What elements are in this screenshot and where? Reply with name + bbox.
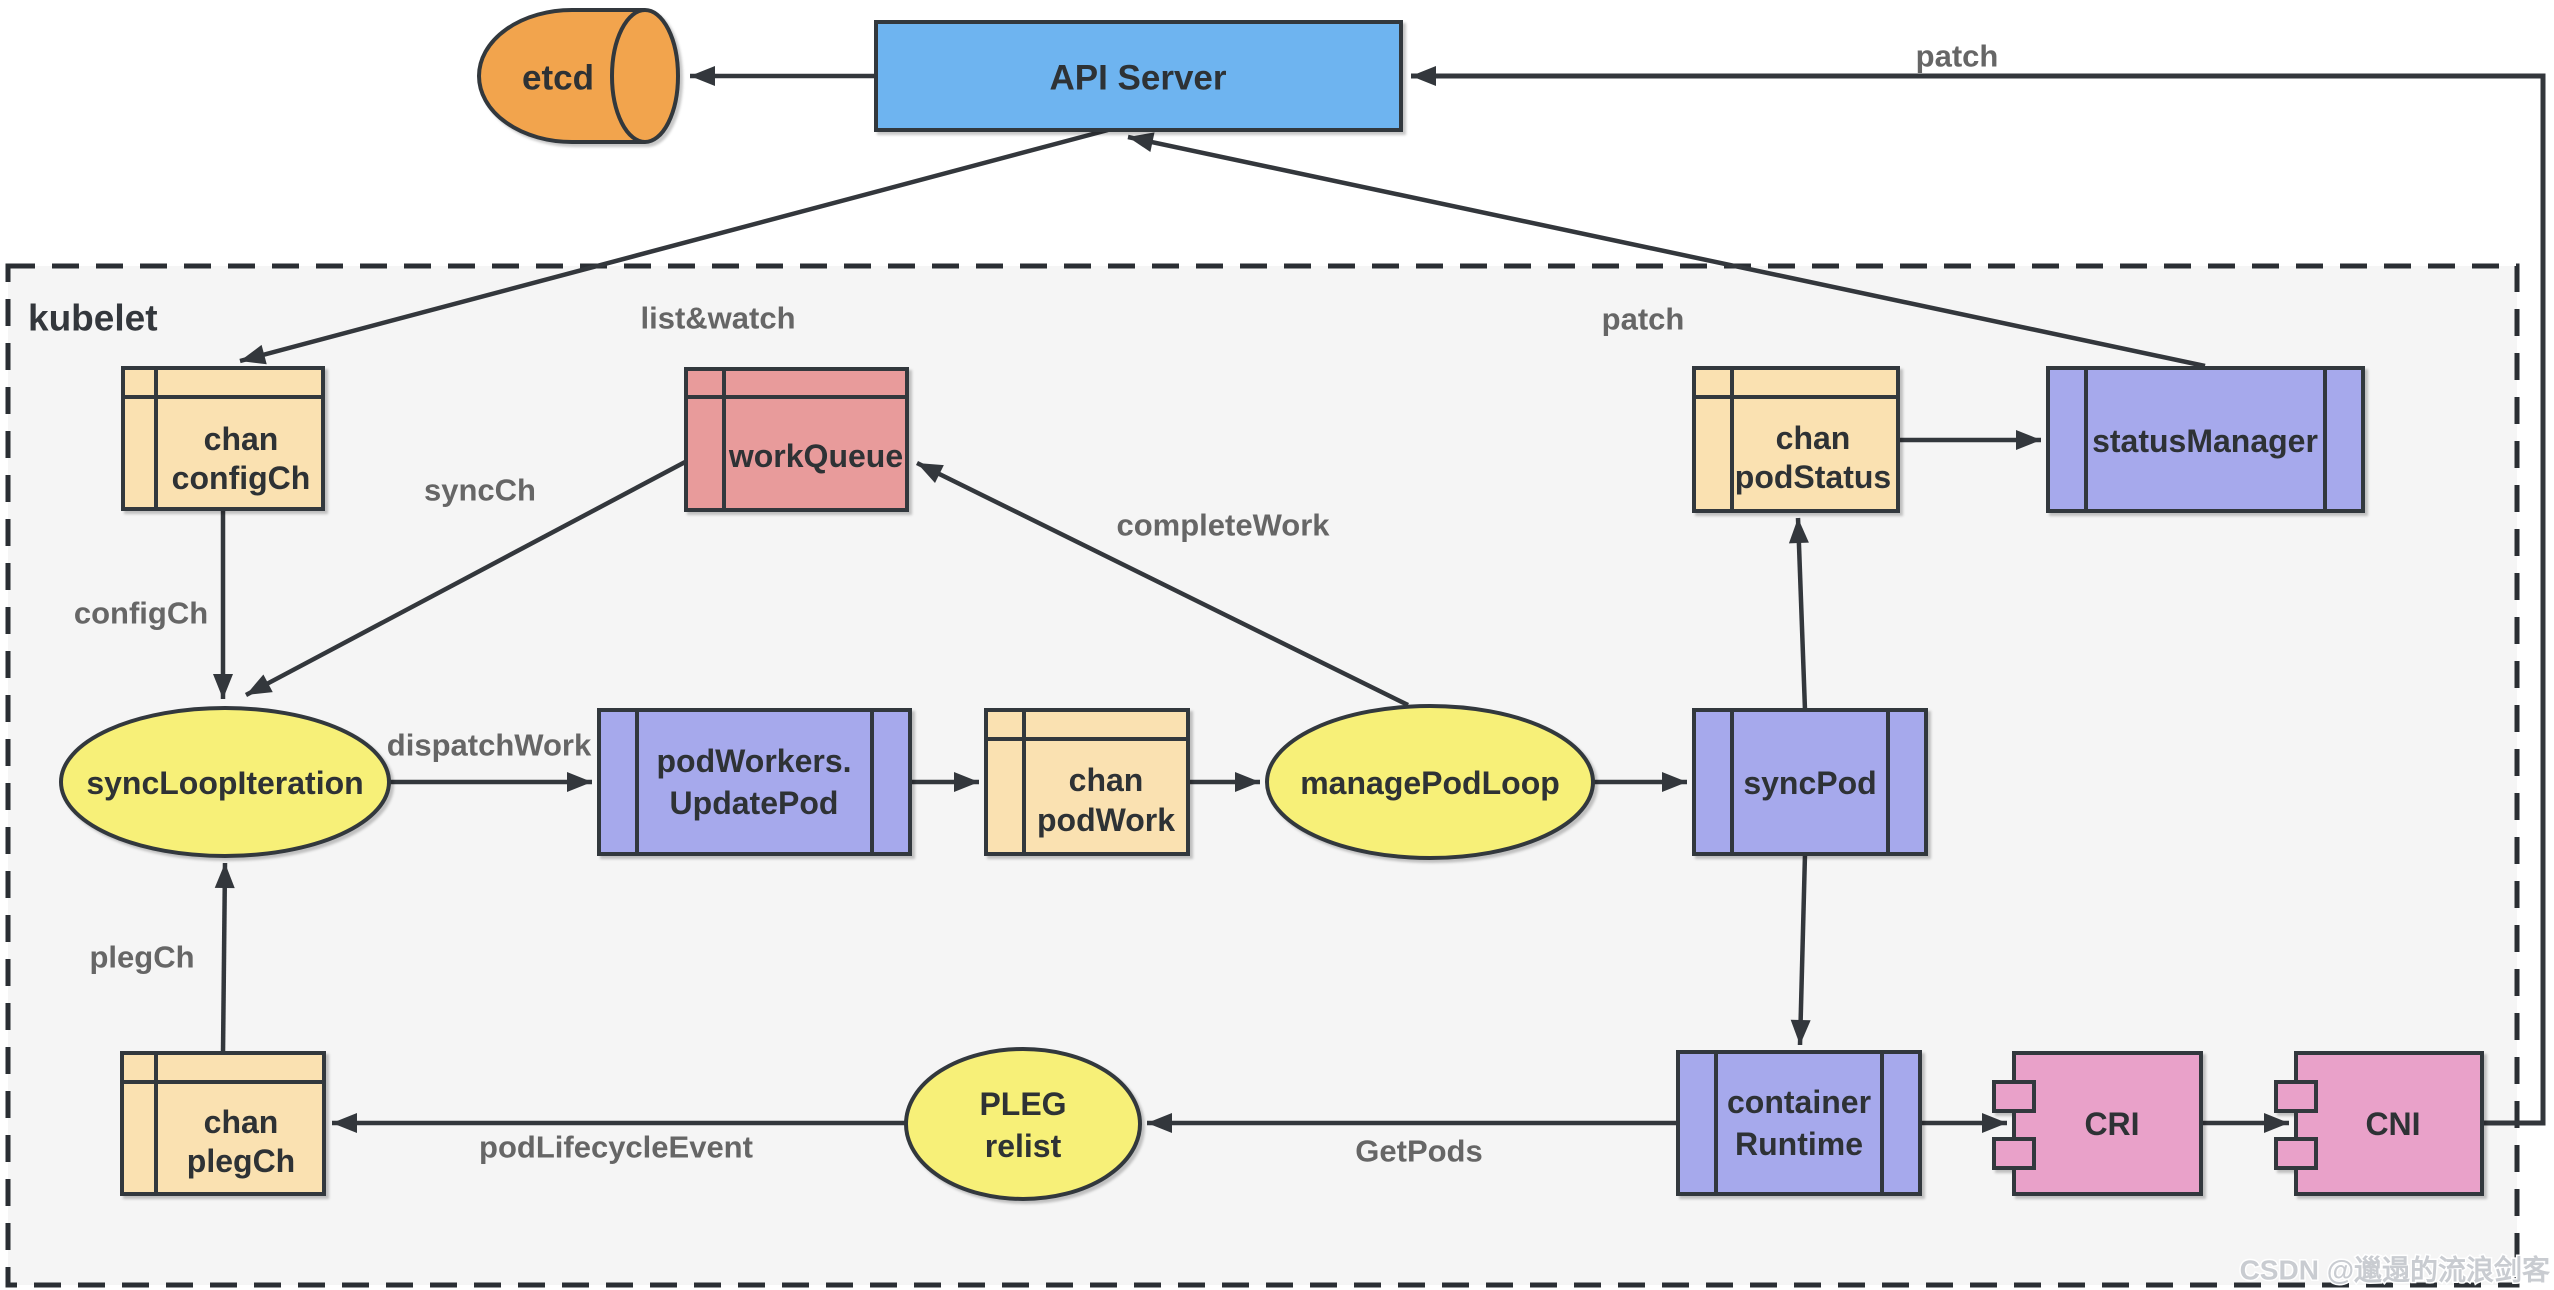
etcd-label: etcd <box>522 59 594 98</box>
statusmanager-label: statusManager <box>2092 423 2318 459</box>
podworkers-box <box>597 708 912 856</box>
node-chan-podstatus: chan podStatus <box>1692 366 1900 513</box>
etcd-cylinder-cap <box>610 8 680 144</box>
edge-label-patch-inner: patch <box>1602 302 1685 337</box>
podworkers-label-1: podWorkers. <box>657 743 852 779</box>
chan-podwork-label-1: chan <box>1069 762 1144 798</box>
cni-tab-bottom <box>2274 1137 2318 1170</box>
api-server-box <box>874 20 1403 132</box>
chan-podwork-box <box>984 708 1190 856</box>
cni-label: CNI <box>2365 1106 2420 1142</box>
edge-apiserver-to-configch <box>239 127 1109 365</box>
chan-plegch-label-1: chan <box>204 1104 279 1140</box>
chan-configch-label-2: configCh <box>172 460 311 496</box>
edge-label-syncch: syncCh <box>424 473 536 508</box>
node-chan-podwork: chan podWork <box>984 708 1190 856</box>
node-statusmanager: statusManager <box>2046 366 2365 513</box>
api-server-label: API Server <box>1049 59 1226 98</box>
edge-workqueue-to-syncloop <box>244 459 689 697</box>
cni-tab-top <box>2274 1080 2318 1113</box>
node-chan-configch: chan configCh <box>121 366 325 511</box>
pleg-relist-label-2: relist <box>985 1128 1062 1164</box>
chan-configch-label-1: chan <box>204 421 279 457</box>
edge-label-list-watch: list&watch <box>640 301 795 336</box>
node-podworkers: podWorkers. UpdatePod <box>597 708 912 856</box>
chan-podstatus-label-2: podStatus <box>1735 459 1891 495</box>
etcd-cylinder-body <box>477 8 645 144</box>
node-managepodloop: managePodLoop <box>1265 704 1595 860</box>
cri-box <box>2012 1051 2203 1196</box>
chan-plegch-label-2: plegCh <box>187 1143 295 1179</box>
pleg-relist-label-1: PLEG <box>979 1086 1066 1122</box>
node-api-server: API Server <box>874 20 1403 132</box>
chan-podstatus-box <box>1692 366 1900 513</box>
csdn-watermark: CSDN @邋遢的流浪剑客 <box>2240 1254 2551 1286</box>
containerruntime-box <box>1676 1050 1922 1196</box>
statusmanager-box <box>2046 366 2365 513</box>
edge-label-podlifecycleevent: podLifecycleEvent <box>479 1130 753 1165</box>
edge-patch-to-apiserver <box>1411 66 2546 1126</box>
edge-label-plegch: plegCh <box>89 940 194 975</box>
edge-syncpod-to-containerruntime <box>1790 853 1811 1046</box>
edge-labels: patch list&watch patch configCh syncCh d… <box>74 39 1999 1169</box>
edges <box>213 66 2546 1133</box>
node-etcd: etcd <box>477 8 680 144</box>
cri-tab-top <box>1992 1080 2036 1113</box>
node-pleg-relist: PLEG relist <box>904 1047 1142 1201</box>
containerruntime-label-1: container <box>1727 1084 1871 1120</box>
node-workqueue: workQueue <box>684 367 909 512</box>
containerruntime-label-2: Runtime <box>1735 1126 1863 1162</box>
edge-managepodloop-to-workqueue <box>916 460 1409 708</box>
cri-label: CRI <box>2084 1106 2139 1142</box>
node-containerruntime: container Runtime <box>1676 1050 1922 1196</box>
edge-label-getpods: GetPods <box>1355 1134 1482 1169</box>
cni-box <box>2294 1051 2484 1196</box>
syncpod-label: syncPod <box>1743 765 1876 801</box>
edge-label-patch-top: patch <box>1916 39 1999 74</box>
edge-label-configch: configCh <box>74 596 208 631</box>
node-chan-plegch: chan plegCh <box>120 1051 326 1196</box>
edge-plegch-to-syncloop <box>214 862 235 1054</box>
syncloopiteration-label: syncLoopIteration <box>86 765 363 801</box>
node-syncpod: syncPod <box>1692 708 1928 856</box>
node-cni: CNI <box>2274 1051 2484 1196</box>
edge-label-dispatchwork: dispatchWork <box>387 728 592 763</box>
edge-label-completework: completeWork <box>1116 508 1330 543</box>
edge-syncpod-to-podstatus <box>1788 517 1809 711</box>
managepodloop-label: managePodLoop <box>1300 765 1560 801</box>
kubelet-label: kubelet <box>28 298 158 339</box>
workqueue-label: workQueue <box>728 438 903 474</box>
podworkers-label-2: UpdatePod <box>670 785 839 821</box>
pleg-relist-ellipse <box>904 1047 1142 1201</box>
edge-statusmanager-to-apiserver <box>1127 132 2206 369</box>
syncloopiteration-ellipse <box>59 706 391 858</box>
cri-tab-bottom <box>1992 1137 2036 1170</box>
node-cri: CRI <box>1992 1051 2203 1196</box>
chan-podwork-label-2: podWork <box>1037 802 1175 838</box>
chan-podstatus-label-1: chan <box>1776 420 1851 456</box>
node-syncloopiteration: syncLoopIteration <box>59 706 391 858</box>
managepodloop-ellipse <box>1265 704 1595 860</box>
